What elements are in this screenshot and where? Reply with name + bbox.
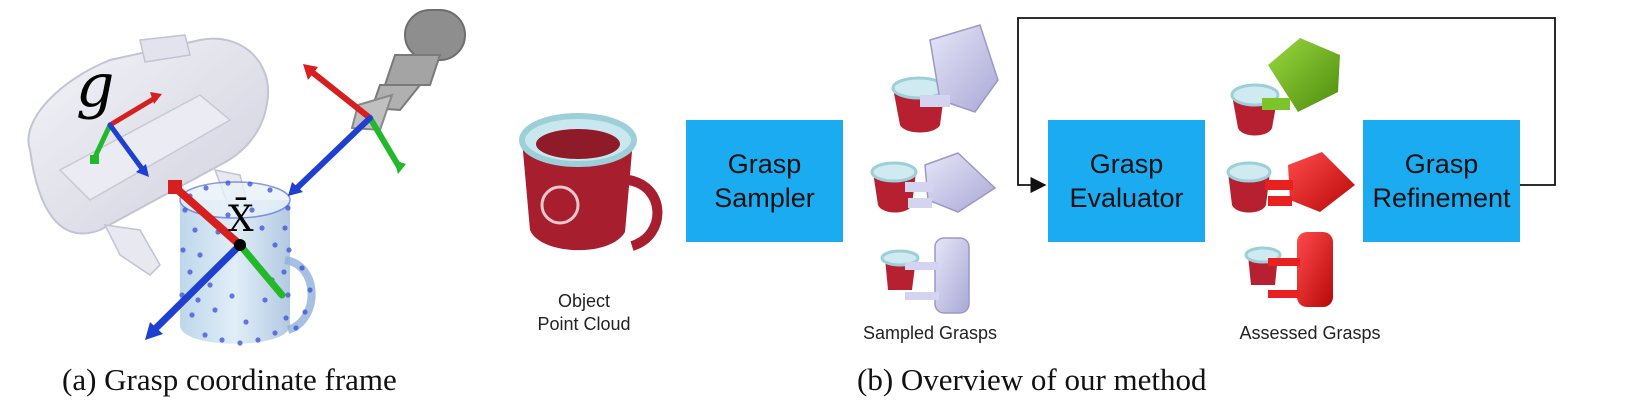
grasp-refinement-line1: Grasp xyxy=(1404,149,1479,179)
grasp-evaluator-line1: Grasp xyxy=(1089,149,1164,179)
sampled-grasp-1 xyxy=(891,24,999,133)
frame-axes-robot xyxy=(288,64,406,196)
assessed-grasps-label: Assessed Grasps xyxy=(1239,323,1381,343)
grasp-evaluator-line2: Evaluator xyxy=(1069,183,1184,213)
assessed-grasp-red-1 xyxy=(1226,152,1355,213)
sampled-grasps-label: Sampled Grasps xyxy=(862,323,998,343)
object-label-line2: Point Cloud xyxy=(537,314,631,334)
grasp-sampler-line1: Grasp xyxy=(727,149,802,179)
grasp-refinement-line2: Refinement xyxy=(1372,183,1511,213)
caption-a: (a) Grasp coordinate frame xyxy=(62,362,397,397)
object-mug xyxy=(519,113,663,251)
grasp-sampler-line2: Sampler xyxy=(714,183,815,213)
grasp-evaluator-box: Grasp Evaluator xyxy=(1048,120,1205,242)
frame-axes-g xyxy=(90,92,162,177)
caption-b: (b) Overview of our method xyxy=(857,362,1207,397)
label-xbar: X̄ xyxy=(228,199,254,240)
label-g: g xyxy=(76,51,115,121)
assessed-grasp-green xyxy=(1230,38,1340,136)
assessed-grasp-red-2 xyxy=(1244,232,1333,307)
grasp-refinement-box: Grasp Refinement xyxy=(1363,120,1520,242)
grasp-sampler-box: Grasp Sampler xyxy=(686,120,843,242)
mug-point-cloud xyxy=(179,180,316,346)
object-label-line1: Object xyxy=(557,291,611,311)
robot-arm xyxy=(350,9,466,132)
frame-axes-xbar xyxy=(145,180,286,340)
sampled-grasp-2 xyxy=(870,152,997,213)
feedback-loop-arrow xyxy=(1017,17,1556,194)
object-point-cloud-label: Object Point Cloud xyxy=(520,290,648,336)
sampled-grasp-3 xyxy=(880,237,970,314)
